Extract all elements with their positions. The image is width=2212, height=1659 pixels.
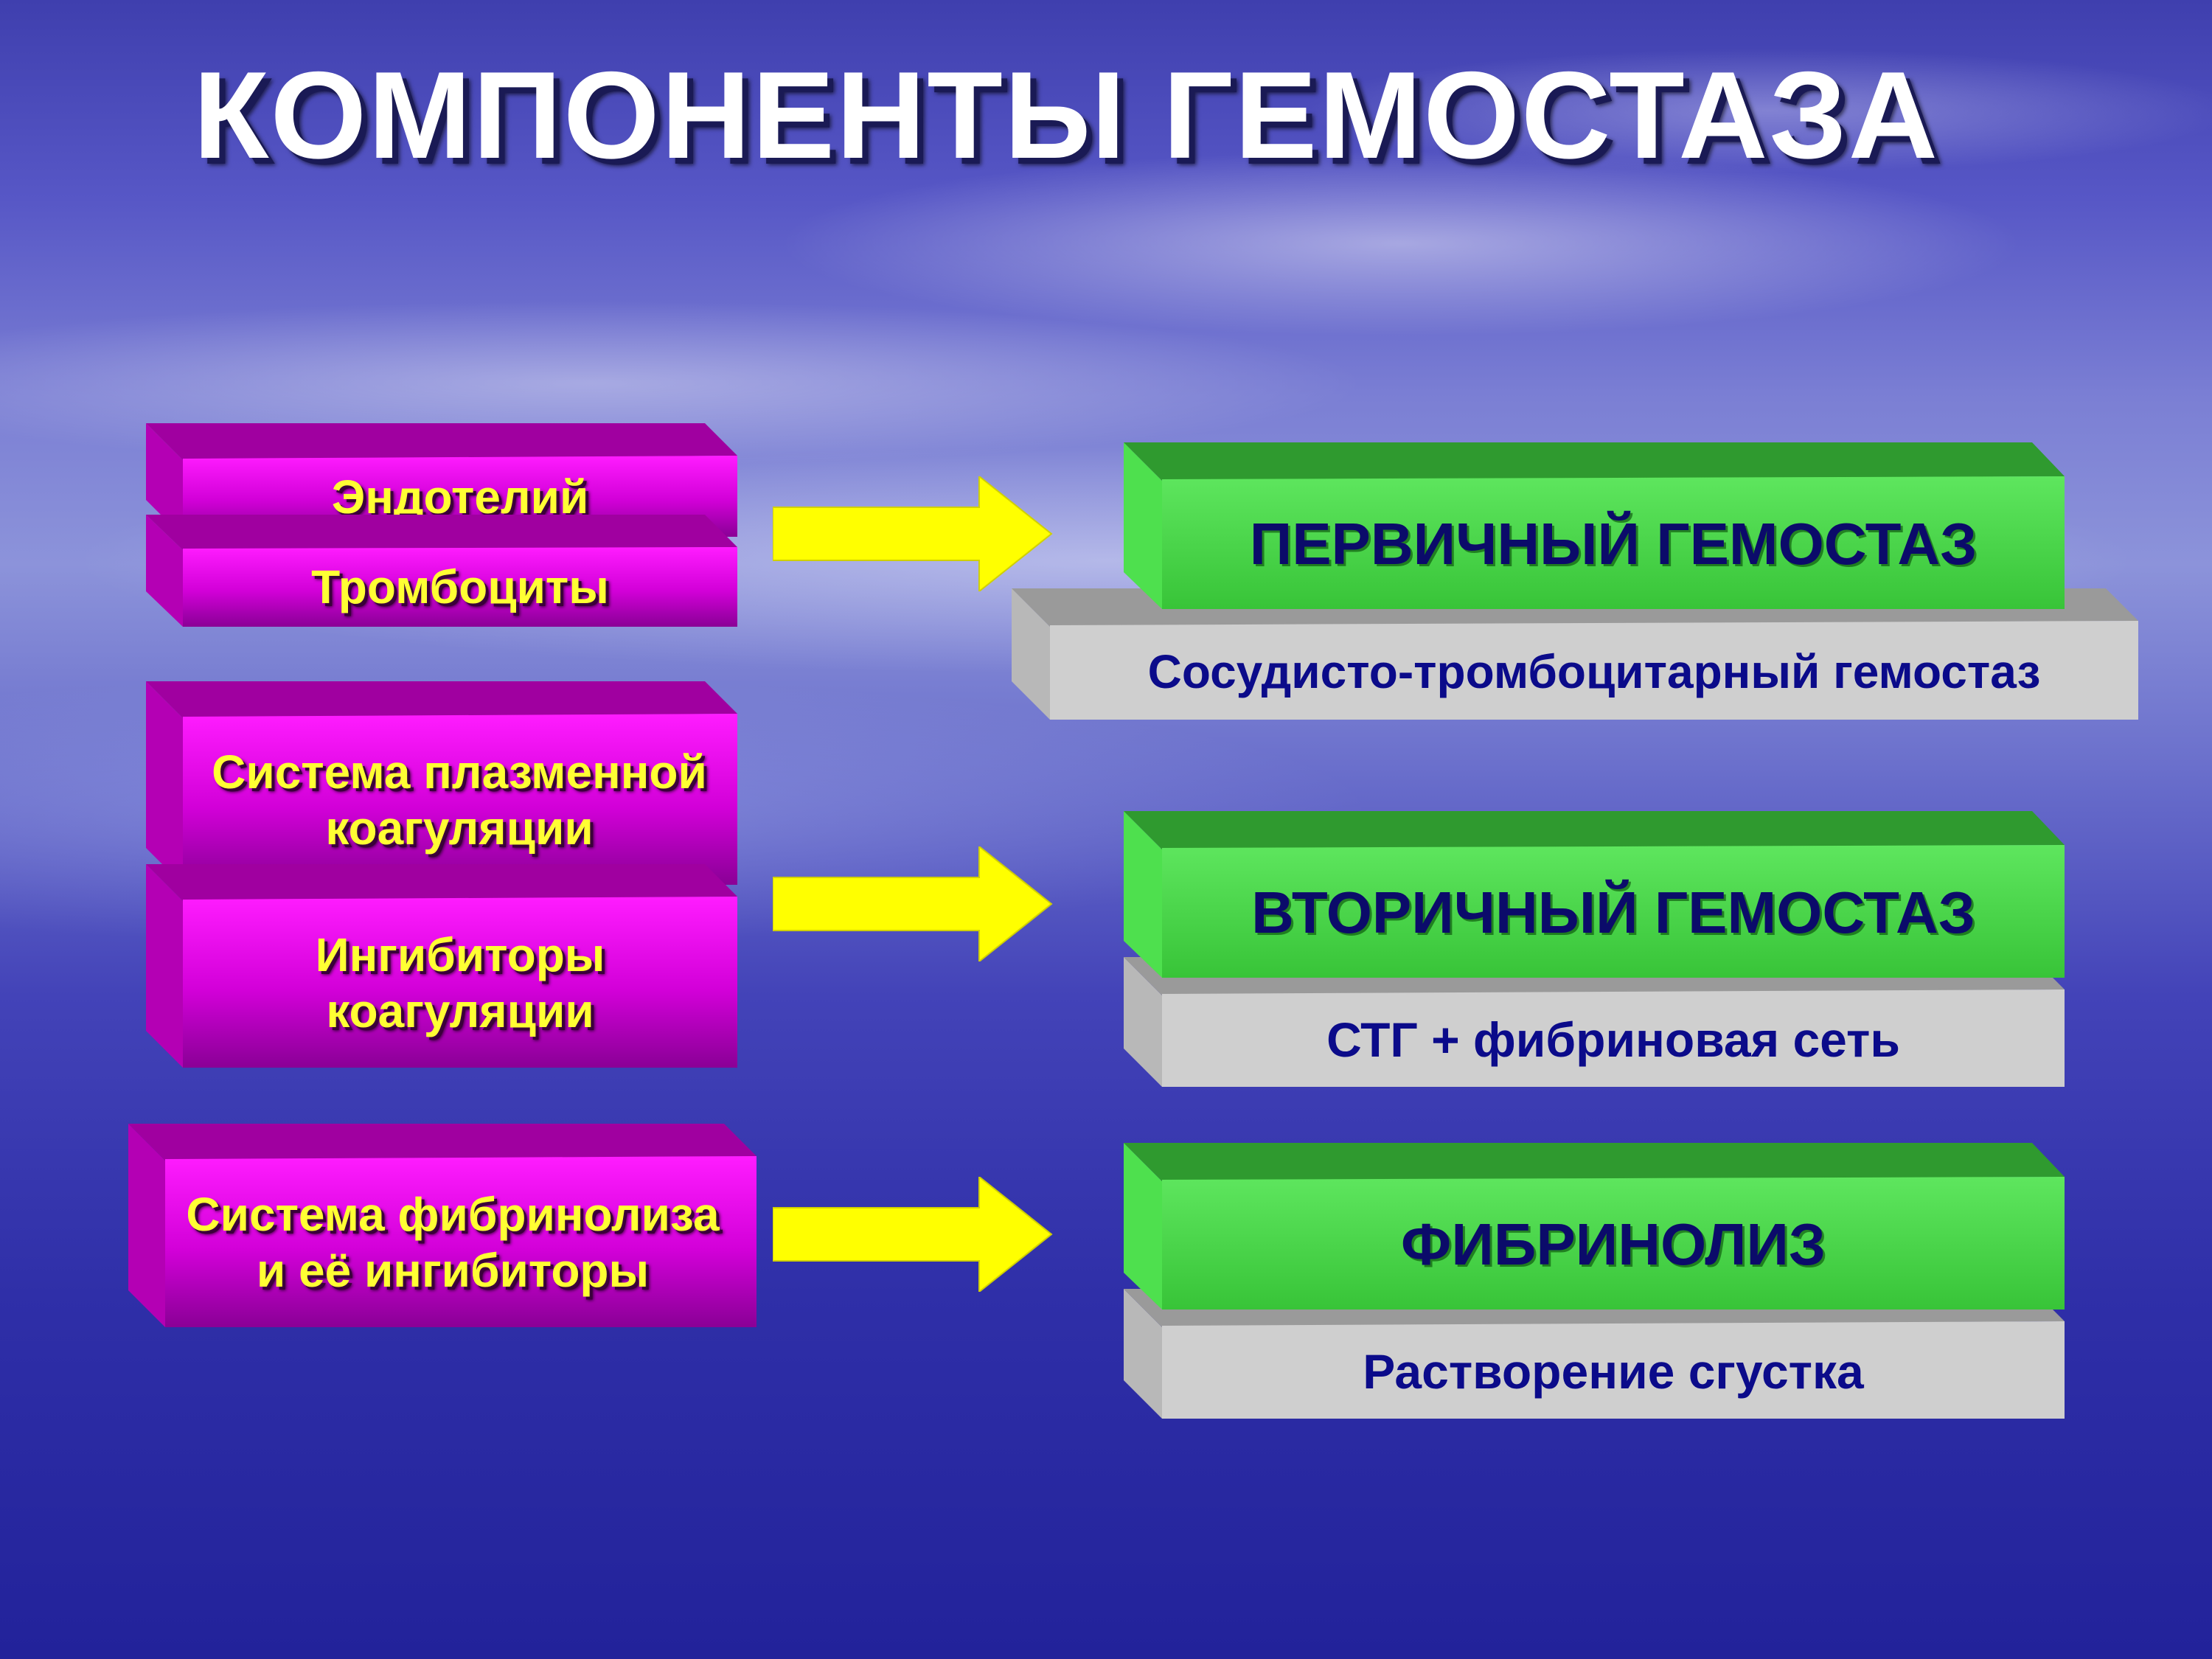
coagulation-inhibitors-label: Ингибиторы коагуляции	[315, 928, 605, 1037]
fibrinolysis-title: ФИБРИНОЛИЗ	[1401, 1211, 1826, 1277]
primary-hemostasis-title: ПЕРВИЧНЫЙ ГЕМОСТАЗ	[1249, 510, 1978, 577]
secondary-hemostasis-title: ВТОРИЧНЫЙ ГЕМОСТАЗ	[1251, 879, 1975, 945]
component-fibrinolysis-system: Система фибринолиза и её ингибиторы	[128, 1124, 757, 1327]
fibrinolysis-system-label: Система фибринолиза и её ингибиторы	[186, 1188, 720, 1297]
component-coagulation-inhibitors: Ингибиторы коагуляции	[146, 864, 737, 1068]
slide-title: КОМПОНЕНТЫ ГЕМОСТАЗА	[193, 46, 1940, 184]
fibrinolysis-subtitle: Растворение сгустка	[1363, 1344, 1864, 1399]
component-plasma-coagulation: Система плазменной коагуляции	[146, 681, 737, 885]
arrow-right-icon	[773, 846, 1053, 961]
platelets-label: Тромбоциты	[311, 560, 609, 614]
secondary-hemostasis-subtitle: СТГ + фибриновая сеть	[1326, 1012, 1900, 1068]
secondary-hemostasis-block: ВТОРИЧНЫЙ ГЕМОСТАЗ	[1124, 811, 2065, 978]
component-platelets: Тромбоциты	[146, 515, 737, 627]
arrow-right-icon	[773, 476, 1053, 591]
plasma-coagulation-label: Система плазменной коагуляции	[212, 745, 707, 855]
arrow-right-icon	[773, 1177, 1053, 1292]
primary-hemostasis-subtitle: Сосудисто-тромбоцитарный гемостаз	[1147, 645, 2041, 699]
primary-hemostasis-block: ПЕРВИЧНЫЙ ГЕМОСТАЗ	[1124, 442, 2065, 609]
fibrinolysis-block: ФИБРИНОЛИЗ	[1124, 1143, 2065, 1310]
